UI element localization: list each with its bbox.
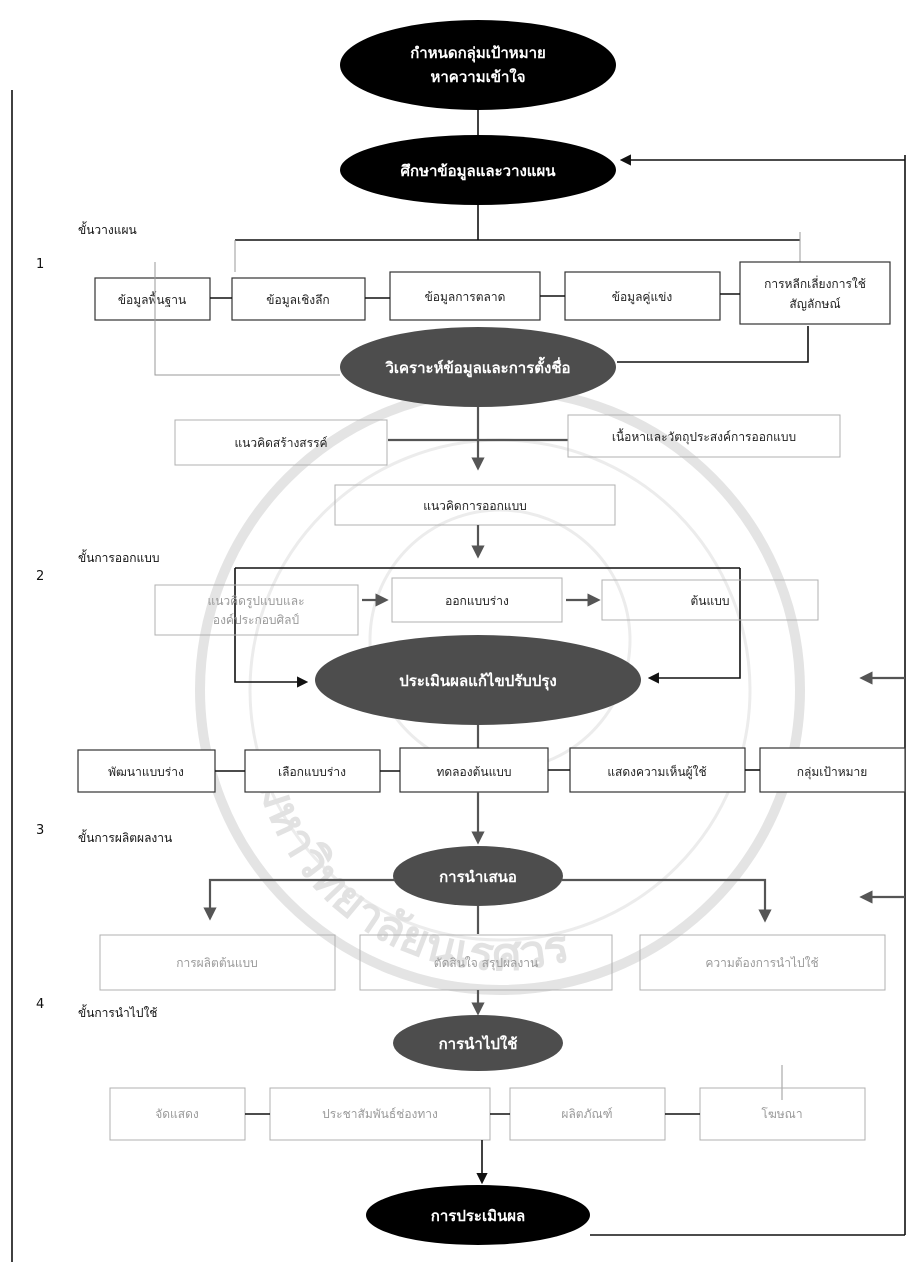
presentation-box-3-label: ความต้องการนำไปใช้ xyxy=(705,956,818,970)
evaluation-boxes: พัฒนาแบบร่าง เลือกแบบร่าง ทดลองต้นแบบ แส… xyxy=(77,747,906,793)
stage-3-label: ขั้นการผลิตผลงาน xyxy=(78,829,172,845)
presentation-box-1-label: การผลิตต้นแบบ xyxy=(176,956,258,970)
design-box-2-label: ออกแบบร่าง xyxy=(445,594,509,608)
stage-1-number: 1 xyxy=(36,257,44,272)
planning-box-2 xyxy=(231,277,366,321)
application-box-2-label: ประชาสัมพันธ์ช่องทาง xyxy=(322,1107,438,1121)
planning-box-5-line1: การหลีกเลี่ยงการใช้ xyxy=(764,275,866,291)
application-box-1-label: จัดแสดง xyxy=(155,1107,199,1121)
presentation-box-1 xyxy=(99,934,336,991)
stage-3-number: 3 xyxy=(36,823,44,838)
analysis-box-right xyxy=(567,414,841,458)
design-box-3-label: ต้นแบบ xyxy=(691,594,730,608)
evaluation-box-2-label: เลือกแบบร่าง xyxy=(278,765,346,779)
presentation-box-2-label: ตัดสินใจ สรุปผลงาน xyxy=(434,956,538,971)
design-box-3 xyxy=(601,579,819,621)
planning-box-5-line2: สัญลักษณ์ xyxy=(789,297,840,311)
evaluate-improve-node: ประเมินผลแก้ไขปรับปรุง xyxy=(315,635,641,725)
application-boxes: จัดแสดง ประชาสัมพันธ์ช่องทาง ผลิตภัณฑ์ โ… xyxy=(109,1087,866,1141)
planning-frame-right xyxy=(617,326,809,363)
analysis-box-right-label: เนื้อหาและวัตถุประสงค์การออกแบบ xyxy=(612,428,796,445)
design-concept-box xyxy=(334,484,616,526)
planning-box-4-label: ข้อมูลคู่แข่ง xyxy=(612,290,673,305)
presentation-right-arrow xyxy=(562,878,772,923)
analysis-box-left xyxy=(174,419,388,466)
study-node-label: ศึกษาข้อมูลและวางแผน xyxy=(400,162,556,181)
planning-box-4 xyxy=(564,271,721,321)
application-node: การนำไปใช้ xyxy=(393,1015,563,1071)
stage-2-label: ขั้นการออกแบบ xyxy=(78,549,160,565)
planning-box-1-label: ข้อมูลพื้นฐาน xyxy=(118,291,186,308)
design-box-1-line1: แนวคิดรูปแบบและ xyxy=(207,594,304,609)
evaluation-node: การประเมินผล xyxy=(366,1185,590,1245)
evaluation-box-3-label: ทดลองต้นแบบ xyxy=(436,765,511,779)
target-group-node: กำหนดกลุ่มเป้าหมาย หาความเข้าใจ xyxy=(340,20,616,110)
design-right-return-arrow xyxy=(647,568,741,684)
study-plan-node: ศึกษาข้อมูลและวางแผน xyxy=(340,135,616,205)
stage-4-label: ขั้นการนำไปใช้ xyxy=(78,1004,157,1020)
application-node-label: การนำไปใช้ xyxy=(439,1034,518,1053)
presentation-box-3 xyxy=(639,934,886,991)
application-box-3-label: ผลิตภัณฑ์ xyxy=(561,1107,612,1121)
design-box-2 xyxy=(391,577,563,623)
presentation-boxes: การผลิตต้นแบบ ตัดสินใจ สรุปผลงาน ความต้อ… xyxy=(99,934,886,991)
presentation-left-arrow xyxy=(203,878,395,921)
evaluation-node-label: การประเมินผล xyxy=(431,1207,525,1225)
design-box-1-line2: องค์ประกอบศิลป์ xyxy=(213,613,299,627)
evaluate-improve-label: ประเมินผลแก้ไขปรับปรุง xyxy=(399,671,556,691)
stage-4-number: 4 xyxy=(36,997,44,1012)
analyze-node: วิเคราะห์ข้อมูลและการตั้งชื่อ xyxy=(340,327,616,407)
evaluation-box-4 xyxy=(569,747,746,793)
evaluation-box-1 xyxy=(77,749,216,793)
planning-box-5 xyxy=(739,261,891,325)
evaluation-box-4-label: แสดงความเห็นผู้ใช้ xyxy=(607,764,706,780)
target-node-line2: หาความเข้าใจ xyxy=(431,68,526,86)
design-concept-label: แนวคิดการออกแบบ xyxy=(423,499,527,513)
design-boxes: แนวคิดรูปแบบและ องค์ประกอบศิลป์ ออกแบบร่… xyxy=(154,577,819,636)
analysis-box-left-label: แนวคิดสร้างสรรค์ xyxy=(234,436,327,450)
presentation-node-label: การนำเสนอ xyxy=(439,868,517,886)
planning-box-2-label: ข้อมูลเชิงลึก xyxy=(266,293,329,308)
presentation-node: การนำเสนอ xyxy=(393,846,563,906)
planning-box-3-label: ข้อมูลการตลาด xyxy=(425,290,506,305)
target-node-line1: กำหนดกลุ่มเป้าหมาย xyxy=(410,44,546,63)
planning-boxes: ข้อมูลพื้นฐาน ข้อมูลเชิงลึก ข้อมูลการตลา… xyxy=(94,261,891,325)
analyze-node-label: วิเคราะห์ข้อมูลและการตั้งชื่อ xyxy=(385,356,571,378)
application-box-4-label: โฆษณา xyxy=(761,1107,802,1121)
stage-2-number: 2 xyxy=(36,569,44,584)
planning-frame-left xyxy=(154,262,340,376)
planning-box-1 xyxy=(94,277,211,321)
design-left-return-arrow xyxy=(234,568,309,688)
evaluation-box-5 xyxy=(759,747,906,793)
design-box-1 xyxy=(154,584,359,636)
presentation-box-2 xyxy=(359,934,613,991)
evaluation-box-1-label: พัฒนาแบบร่าง xyxy=(108,765,184,779)
planning-box-3 xyxy=(389,271,541,321)
evaluation-box-5-label: กลุ่มเป้าหมาย xyxy=(797,765,868,780)
stage-1-label: ขั้นวางแผน xyxy=(78,221,137,237)
